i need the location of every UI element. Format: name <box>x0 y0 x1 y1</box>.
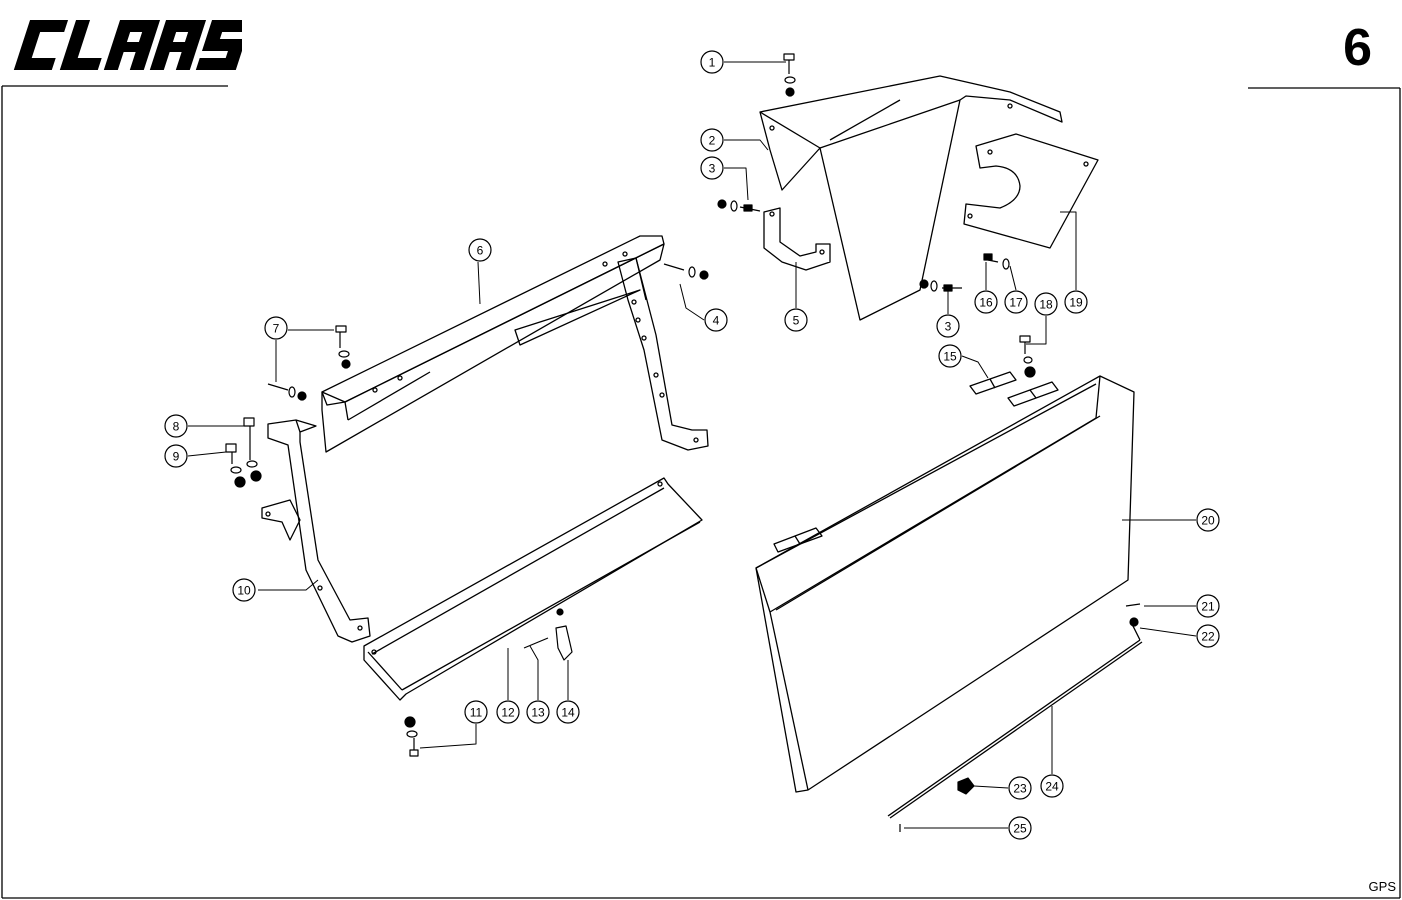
callout-13: 13 <box>526 700 550 724</box>
part-lower-channel <box>363 477 703 701</box>
callout-label: 6 <box>477 244 484 258</box>
callout-circle <box>468 238 492 262</box>
callout-label: 19 <box>1069 296 1083 310</box>
callout-label: 5 <box>793 314 800 328</box>
part-cross-beam <box>321 235 665 453</box>
callout-circle <box>496 700 520 724</box>
callout-14: 14 <box>556 700 580 724</box>
callout-circle <box>1064 290 1088 314</box>
callout-7: 7 <box>264 316 288 340</box>
part-u-bracket <box>763 207 831 271</box>
callout-21: 21 <box>1196 594 1220 618</box>
callout-circle <box>164 414 188 438</box>
callout-label: 22 <box>1201 630 1215 644</box>
callout-label: 18 <box>1039 298 1053 312</box>
callout-label: 1 <box>709 56 716 70</box>
callout-1: 1 <box>700 50 724 74</box>
callout-label: 17 <box>1009 296 1023 310</box>
callout-19: 19 <box>1064 290 1088 314</box>
callout-17: 17 <box>1004 290 1028 314</box>
callout-circle <box>232 578 256 602</box>
page-number: 6 <box>1343 19 1372 77</box>
callout-22: 22 <box>1196 624 1220 648</box>
part-main-panel <box>755 375 1135 793</box>
part-upright-left <box>261 419 371 643</box>
callout-circle <box>700 156 724 180</box>
callout-label: 11 <box>470 706 483 720</box>
callout-circle <box>556 700 580 724</box>
callout-label: 3 <box>945 320 952 334</box>
callout-5: 5 <box>784 308 808 332</box>
callout-25: 25 <box>1008 816 1032 840</box>
callout-23: 23 <box>1008 776 1032 800</box>
callout-8: 8 <box>164 414 188 438</box>
callout-circle <box>936 314 960 338</box>
callout-label: 9 <box>173 450 180 464</box>
callout-circle <box>1004 290 1028 314</box>
callout-label: 14 <box>561 706 575 720</box>
claas-logo <box>13 20 242 70</box>
callout-circle <box>464 700 488 724</box>
callout-label: 23 <box>1013 782 1027 796</box>
callout-label: 4 <box>713 314 720 328</box>
callout-label: 12 <box>501 706 515 720</box>
callout-11: 11 <box>464 700 488 724</box>
callout-24: 24 <box>1040 774 1064 798</box>
part-upright-right <box>617 257 709 451</box>
callout-label: 3 <box>709 162 716 176</box>
callout-label: 2 <box>709 134 716 148</box>
callout-label: 15 <box>943 350 957 364</box>
callout-circle <box>700 50 724 74</box>
part-side-plate <box>963 133 1099 249</box>
callout-circle <box>974 290 998 314</box>
callout-circle <box>1008 816 1032 840</box>
footer-code: GPS <box>1368 879 1396 894</box>
callout-circle <box>1196 624 1220 648</box>
callout-circle <box>526 700 550 724</box>
callout-circle <box>1040 774 1064 798</box>
callout-label: 10 <box>237 584 251 598</box>
callout-18: 18 <box>1034 292 1058 316</box>
callout-20: 20 <box>1196 508 1220 532</box>
callout-label: 13 <box>531 706 545 720</box>
callout-16: 16 <box>974 290 998 314</box>
callout-circle <box>938 344 962 368</box>
callout-label: 20 <box>1201 514 1215 528</box>
callout-2: 2 <box>700 128 724 152</box>
callout-15: 15 <box>938 344 962 368</box>
callout-circle <box>164 444 188 468</box>
callout-10: 10 <box>232 578 256 602</box>
callout-4: 4 <box>704 308 728 332</box>
callout-circle <box>704 308 728 332</box>
callout-label: 21 <box>1201 600 1215 614</box>
sheet-frame <box>1 85 1401 899</box>
callout-circle <box>1034 292 1058 316</box>
callout-circle <box>264 316 288 340</box>
callout-label: 8 <box>173 420 180 434</box>
callout-6: 6 <box>468 238 492 262</box>
callout-circle <box>700 128 724 152</box>
leader-lines <box>187 61 1197 829</box>
part-top-cover <box>759 75 1063 321</box>
callout-circle <box>1008 776 1032 800</box>
callout-label: 16 <box>979 296 993 310</box>
callout-3: 3 <box>936 314 960 338</box>
callout-circle <box>1196 508 1220 532</box>
callout-3: 3 <box>700 156 724 180</box>
callout-circle <box>784 308 808 332</box>
fasteners <box>225 53 1141 832</box>
callout-label: 25 <box>1013 822 1027 836</box>
callout-circle <box>1196 594 1220 618</box>
callout-9: 9 <box>164 444 188 468</box>
callout-label: 24 <box>1045 780 1059 794</box>
callout-label: 7 <box>273 322 280 336</box>
part-hinges <box>773 371 1059 553</box>
callout-12: 12 <box>496 700 520 724</box>
part-rod <box>887 623 1143 819</box>
